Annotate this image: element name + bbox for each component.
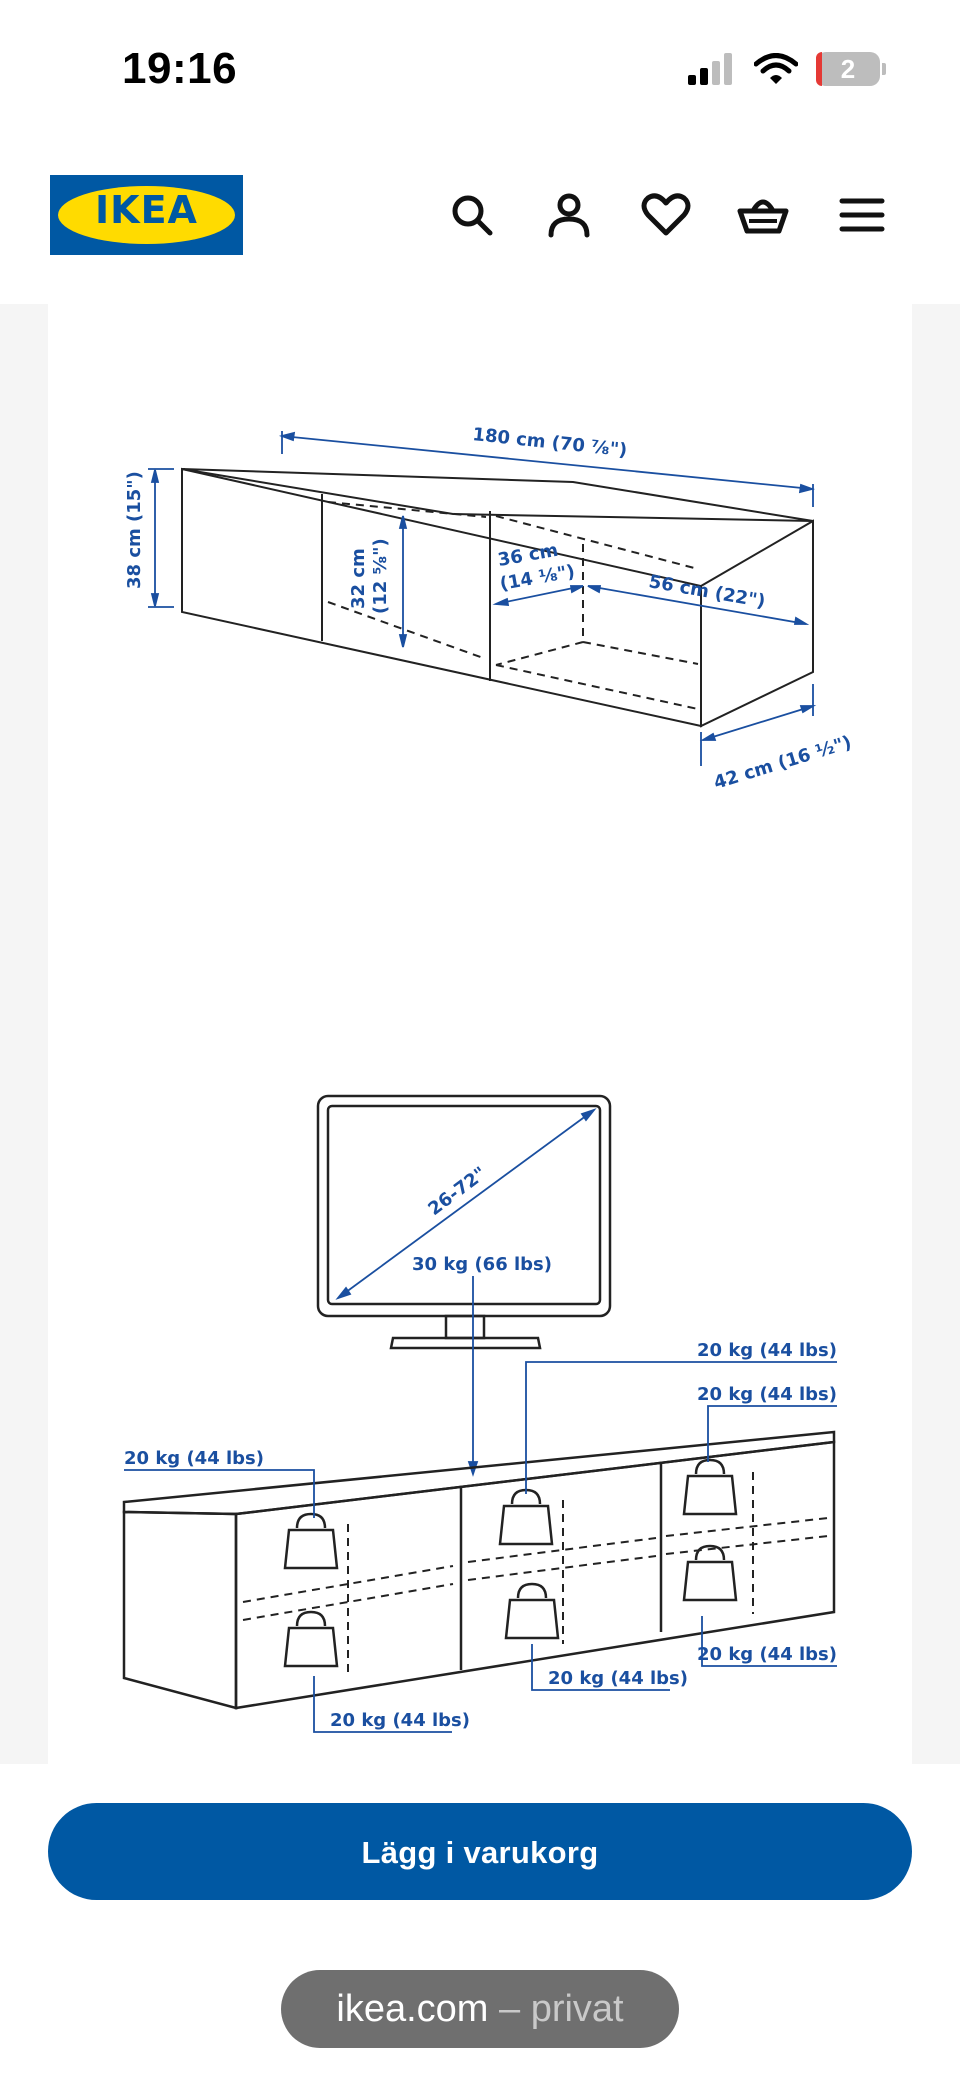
logo-text: IKEA <box>95 188 198 232</box>
status-bar: 19:16 2 <box>0 0 960 140</box>
shelf-load-label: 20 kg (44 lbs) <box>697 1384 837 1405</box>
add-to-cart-button[interactable]: Lägg i varukorg <box>48 1803 912 1900</box>
shelf-load-label: 20 kg (44 lbs) <box>697 1340 837 1361</box>
dim-inner-height: 32 cm <box>348 548 369 609</box>
weight-icon <box>504 1582 560 1640</box>
heart-icon[interactable] <box>638 187 694 243</box>
status-time: 19:16 <box>122 44 238 93</box>
product-diagrams: 180 cm (70 ⅞") 38 cm (15") 32 cm (12 ⅝")… <box>122 424 854 1733</box>
site-header: IKEA <box>0 140 960 304</box>
load-capacity-diagram: 26-72" 30 kg (66 lbs) <box>122 1094 837 1733</box>
tv-weight-label: 30 kg (66 lbs) <box>412 1254 552 1275</box>
weight-icon <box>682 1458 738 1516</box>
battery-count: 2 <box>840 54 856 84</box>
weight-icon <box>283 1610 339 1668</box>
url-separator: – <box>488 1988 531 2030</box>
shelf-load-label: 20 kg (44 lbs) <box>330 1710 470 1731</box>
url-domain: ikea.com <box>336 1988 489 2030</box>
status-icons: 2 <box>688 52 886 86</box>
address-bar[interactable]: ikea.com – privat <box>281 1970 679 2048</box>
shelf-load-label: 20 kg (44 lbs) <box>124 1448 264 1469</box>
browsing-mode: privat <box>530 1988 624 2030</box>
wifi-icon <box>754 53 798 84</box>
basket-icon[interactable] <box>735 187 791 243</box>
cellular-signal-icon <box>688 53 732 85</box>
weight-icon <box>498 1488 554 1546</box>
battery-icon: 2 <box>816 52 886 86</box>
shelf-load-label: 20 kg (44 lbs) <box>548 1668 688 1689</box>
dimensions-diagram: 180 cm (70 ⅞") 38 cm (15") 32 cm (12 ⅝")… <box>124 424 854 794</box>
search-icon[interactable] <box>444 187 500 243</box>
dim-depth: 42 cm (16 ½") <box>711 732 854 794</box>
account-icon[interactable] <box>541 187 597 243</box>
shelf-load-label: 20 kg (44 lbs) <box>697 1644 837 1665</box>
product-image-gallery[interactable]: 180 cm (70 ⅞") 38 cm (15") 32 cm (12 ⅝")… <box>48 304 912 1764</box>
weight-icon <box>682 1544 738 1602</box>
gallery-margin-left <box>0 304 48 1764</box>
dim-height: 38 cm (15") <box>124 471 145 589</box>
weight-icon <box>283 1512 339 1570</box>
dim-inner-height-inches: (12 ⅝") <box>370 538 391 614</box>
gallery-margin-right <box>912 304 960 1764</box>
ikea-logo[interactable]: IKEA <box>50 175 243 255</box>
tv-size-label: 26-72" <box>424 1163 490 1220</box>
menu-icon[interactable] <box>834 187 890 243</box>
dim-width: 180 cm (70 ⅞") <box>471 424 628 461</box>
